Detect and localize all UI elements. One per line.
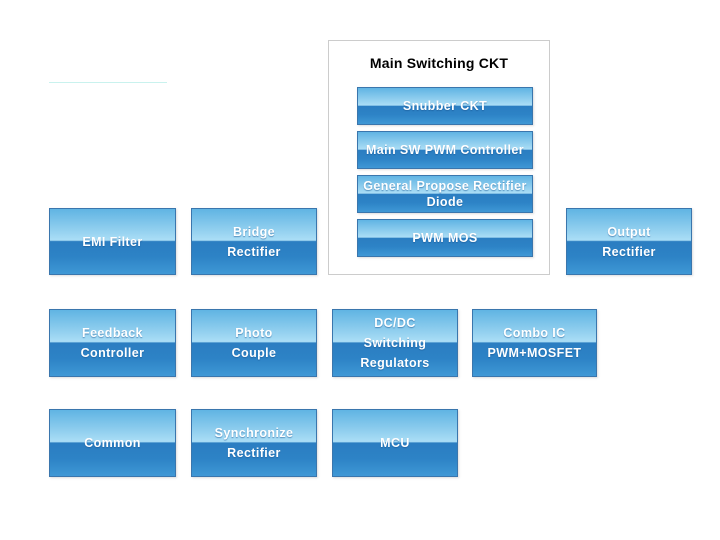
block-dcdc-switching-regulators[interactable]: DC/DC Switching Regulators xyxy=(332,309,458,377)
block-common[interactable]: Common xyxy=(49,409,176,477)
group-title: Main Switching CKT xyxy=(369,55,509,71)
block-feedback-controller[interactable]: Feedback Controller xyxy=(49,309,176,377)
block-output-rectifier[interactable]: Output Rectifier xyxy=(566,208,692,275)
block-bridge-rectifier[interactable]: Bridge Rectifier xyxy=(191,208,317,275)
faint-divider-line xyxy=(49,82,167,83)
main-switching-ckt-group: Main Switching CKT Snubber CKT Main SW P… xyxy=(328,40,550,275)
block-general-propose-rectifier-diode[interactable]: General Propose Rectifier Diode xyxy=(357,175,533,213)
block-combo-ic-pwm-mosfet[interactable]: Combo IC PWM+MOSFET xyxy=(472,309,597,377)
block-pwm-mos[interactable]: PWM MOS xyxy=(357,219,533,257)
block-snubber-ckt[interactable]: Snubber CKT xyxy=(357,87,533,125)
block-emi-filter[interactable]: EMI Filter xyxy=(49,208,176,275)
block-mcu[interactable]: MCU xyxy=(332,409,458,477)
block-main-sw-pwm-controller[interactable]: Main SW PWM Controller xyxy=(357,131,533,169)
block-photo-couple[interactable]: Photo Couple xyxy=(191,309,317,377)
block-synchronize-rectifier[interactable]: Synchronize Rectifier xyxy=(191,409,317,477)
